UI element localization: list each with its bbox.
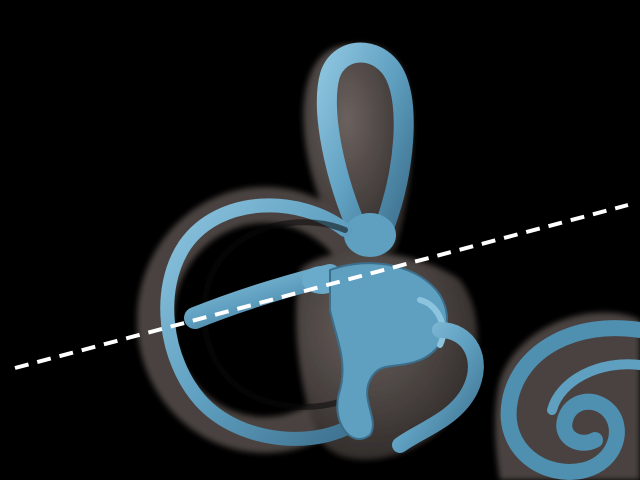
cochlea-spiral	[500, 320, 640, 480]
ampulla	[344, 213, 396, 257]
lateral-canal-ring	[160, 198, 367, 446]
reference-dashed-line	[14, 203, 629, 370]
cochlear-duct	[392, 322, 484, 453]
vestibule	[329, 262, 449, 440]
superior-canal	[316, 42, 414, 245]
